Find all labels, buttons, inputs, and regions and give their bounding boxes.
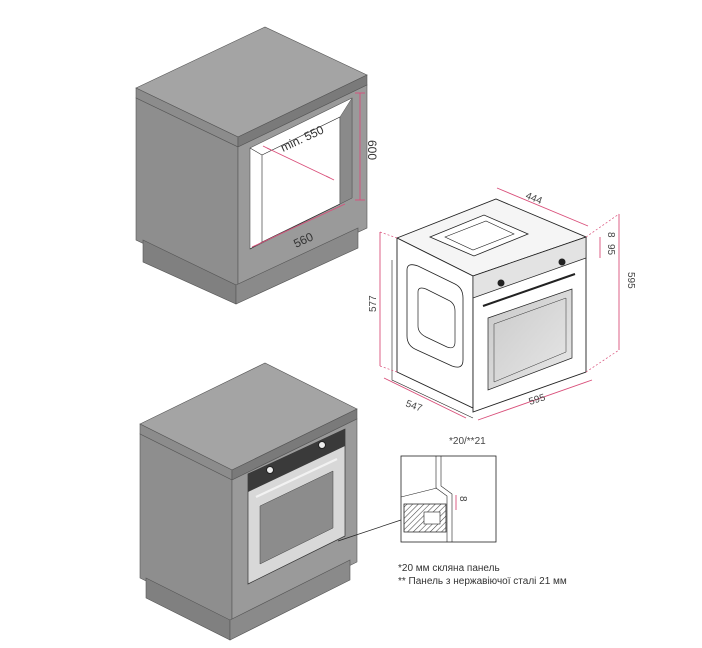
detail-oven-profile bbox=[435, 456, 448, 542]
oven-side-emboss-inner bbox=[417, 287, 456, 349]
dim-line-width bbox=[251, 203, 346, 248]
dim-tick bbox=[262, 145, 272, 151]
dim-panel-height: 95 bbox=[605, 244, 616, 256]
detail-oven-profile-2 bbox=[440, 456, 453, 542]
niche-plinth-front bbox=[235, 227, 359, 305]
dim-line-oven-width bbox=[477, 379, 593, 421]
oven-knob-left bbox=[497, 279, 505, 287]
oven-isometric: 444 8 95 595 577 547 595 *20/**21 bbox=[368, 187, 636, 447]
note-steel-panel: ** Панель з нержавіючої сталі 21 мм bbox=[398, 576, 567, 587]
niche-inner-floor bbox=[261, 203, 341, 243]
oven-window bbox=[487, 288, 573, 391]
oven-window-inner bbox=[493, 297, 567, 383]
dim-ext bbox=[585, 349, 620, 373]
detail-view: 8 bbox=[400, 455, 497, 543]
installed-oven-handle bbox=[255, 458, 338, 498]
dim-detail-gap: 8 bbox=[457, 496, 468, 502]
detail-leader bbox=[337, 519, 402, 542]
oven-knob-right bbox=[558, 258, 566, 266]
dim-panel-gap: 8 bbox=[605, 232, 616, 238]
note-glass-panel: *20 мм скляна панель bbox=[398, 563, 500, 574]
dim-tick bbox=[325, 175, 335, 181]
dim-oven-depth: 547 bbox=[404, 398, 424, 414]
dim-oven-height: 595 bbox=[625, 272, 636, 289]
installed-cabinet bbox=[139, 362, 402, 641]
dim-niche-height: 600 bbox=[365, 140, 379, 160]
oven-flange bbox=[391, 260, 474, 419]
dim-line-oven-depth bbox=[383, 377, 467, 419]
dim-ext bbox=[379, 231, 398, 239]
installed-plinth-front bbox=[229, 559, 351, 641]
oven-handle bbox=[482, 273, 576, 307]
dim-panel-thickness: *20/**21 bbox=[449, 436, 486, 447]
niche-inner-wall bbox=[339, 97, 353, 205]
installed-oven-window bbox=[259, 470, 334, 565]
installed-knob-right bbox=[318, 441, 326, 449]
dim-oven-top-depth: 444 bbox=[524, 191, 544, 208]
dim-oven-body-height: 577 bbox=[368, 295, 379, 312]
detail-hatched-inner bbox=[423, 511, 441, 525]
niche-cabinet: min. 550 560 600 bbox=[135, 26, 379, 305]
dim-ext bbox=[379, 365, 398, 373]
installed-knob-left bbox=[266, 466, 274, 474]
detail-edge bbox=[400, 487, 438, 498]
dim-oven-width: 595 bbox=[528, 392, 548, 408]
dim-line-depth bbox=[266, 147, 331, 179]
dim-line-top-depth bbox=[496, 187, 589, 227]
oven-top-duct-inner bbox=[444, 220, 515, 251]
oven-side-emboss bbox=[406, 264, 464, 368]
dim-ext bbox=[585, 213, 620, 238]
